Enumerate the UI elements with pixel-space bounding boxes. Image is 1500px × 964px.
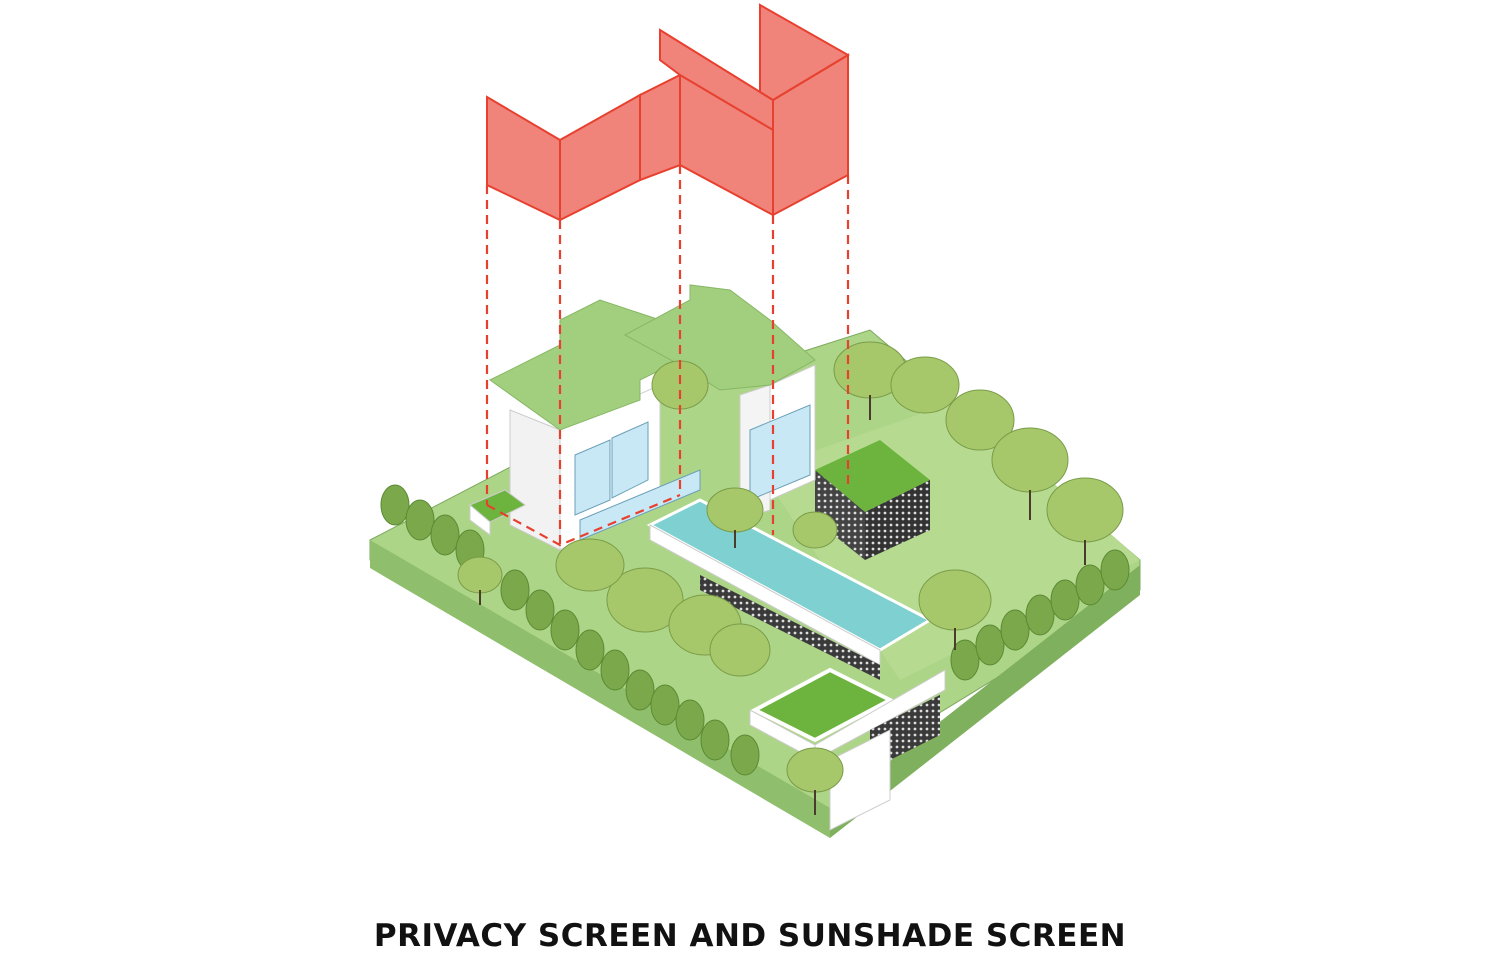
glass-windows-right (749, 404, 811, 501)
privacy-screen (486, 73, 681, 222)
sunshade-screen (659, 3, 850, 217)
diagram-caption: PRIVACY SCREEN AND SUNSHADE SCREEN (373, 918, 1127, 954)
trees (380, 341, 1130, 815)
roof-green-right (623, 284, 816, 391)
tree-trunks (479, 395, 1086, 815)
axonometric-diagram (369, 3, 1141, 838)
house-right-block (623, 284, 816, 521)
lawn-side-right (830, 565, 1140, 838)
glass-lower-band (579, 469, 701, 541)
tree-icon (457, 341, 1124, 793)
projection-lines (485, 165, 850, 547)
lower-pavilion (749, 667, 946, 831)
breeze-block-cube (815, 440, 930, 560)
glass-windows-left (574, 439, 611, 516)
house-left-block (469, 299, 701, 551)
tree-icon (380, 484, 1130, 776)
lawn-side-left (370, 540, 830, 838)
